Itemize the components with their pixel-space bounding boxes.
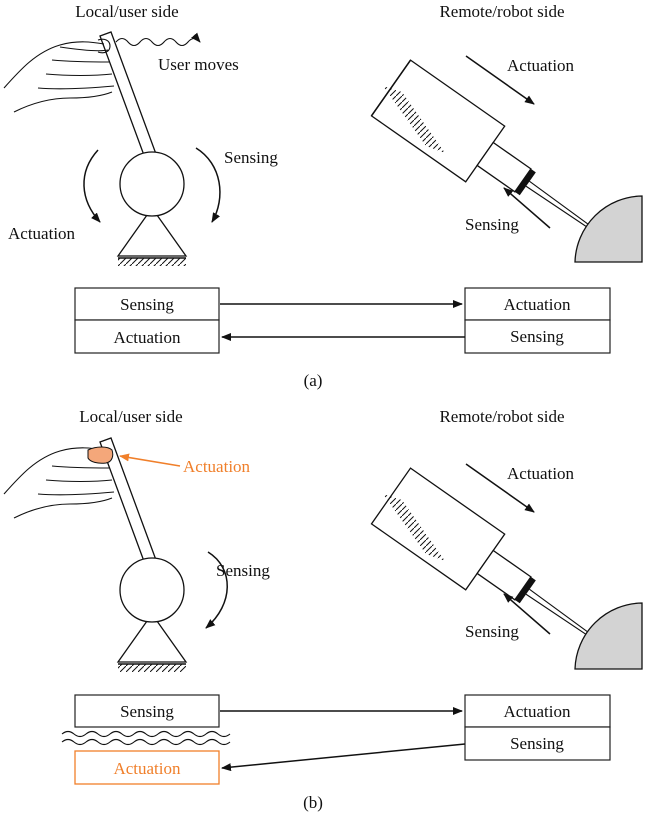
remote-target-object <box>574 195 643 263</box>
local-box-sensing-text: Sensing <box>120 295 174 314</box>
remote-actuation-label: Actuation <box>507 464 575 483</box>
robot-arm <box>370 59 610 242</box>
finger-actuation-arrow <box>119 453 181 467</box>
joint-circle <box>119 557 185 623</box>
remote-actuation-label: Actuation <box>507 56 575 75</box>
haptic-device <box>99 437 188 672</box>
remote-box-actuation-text: Actuation <box>503 295 571 314</box>
sensing-to-actuation-return-arrow <box>221 743 466 772</box>
finger-tip-actuator <box>87 446 114 464</box>
panel-b: Local/user side Remote/robot side Actuat… <box>3 407 643 812</box>
sensing-rotation-arrow <box>195 147 221 223</box>
remote-sensing-box <box>464 726 611 761</box>
panel-a: Local/user side Remote/robot side User m… <box>3 2 643 390</box>
remote-target-object <box>574 602 643 670</box>
caption-b: (b) <box>303 793 323 812</box>
remote-side-title: Remote/robot side <box>439 407 564 426</box>
finger-actuation-label: Actuation <box>183 457 251 476</box>
local-actuation-label: Actuation <box>8 224 76 243</box>
remote-sensing-label: Sensing <box>465 215 519 234</box>
local-sensing-label: Sensing <box>216 561 270 580</box>
disconnect-wave-top <box>61 730 231 738</box>
joint-circle <box>119 151 185 217</box>
hand-icon <box>3 38 115 113</box>
sensing-rotation-arrow <box>205 551 228 629</box>
user-moves-arrow <box>115 32 201 47</box>
hand-icon <box>3 446 115 519</box>
user-moves-label: User moves <box>158 55 239 74</box>
disconnect-wave-bottom <box>61 738 231 746</box>
base-triangle <box>116 612 188 663</box>
ground-hatch <box>118 664 186 672</box>
local-sensing-label: Sensing <box>224 148 278 167</box>
remote-box-sensing-text: Sensing <box>510 327 564 346</box>
local-side-title: Local/user side <box>75 2 178 21</box>
remote-actuation-arrow <box>465 463 535 513</box>
remote-box-sensing-text: Sensing <box>510 734 564 753</box>
remote-sensing-arrow <box>503 187 551 229</box>
haptic-device <box>99 31 188 266</box>
local-box-actuation-text: Actuation <box>113 328 181 347</box>
local-sensing-box <box>74 694 220 728</box>
remote-actuation-box <box>464 287 611 321</box>
ground-hatch <box>118 258 186 266</box>
local-actuation-box <box>74 750 220 785</box>
local-box-actuation-text: Actuation <box>113 759 181 778</box>
actuation-rotation-arrow <box>83 149 101 223</box>
local-actuation-box <box>74 319 220 354</box>
remote-sensing-label: Sensing <box>465 622 519 641</box>
remote-box-actuation-text: Actuation <box>503 702 571 721</box>
remote-sensing-box <box>464 319 611 354</box>
caption-a: (a) <box>304 371 323 390</box>
robot-mount-hatch <box>370 59 412 117</box>
remote-actuation-box <box>464 694 611 728</box>
local-box-sensing-text: Sensing <box>120 702 174 721</box>
remote-actuation-arrow <box>465 55 535 105</box>
remote-side-title: Remote/robot side <box>439 2 564 21</box>
local-side-title: Local/user side <box>79 407 182 426</box>
local-sensing-box <box>74 287 220 321</box>
base-triangle <box>116 206 188 257</box>
remote-sensing-arrow <box>503 593 551 635</box>
